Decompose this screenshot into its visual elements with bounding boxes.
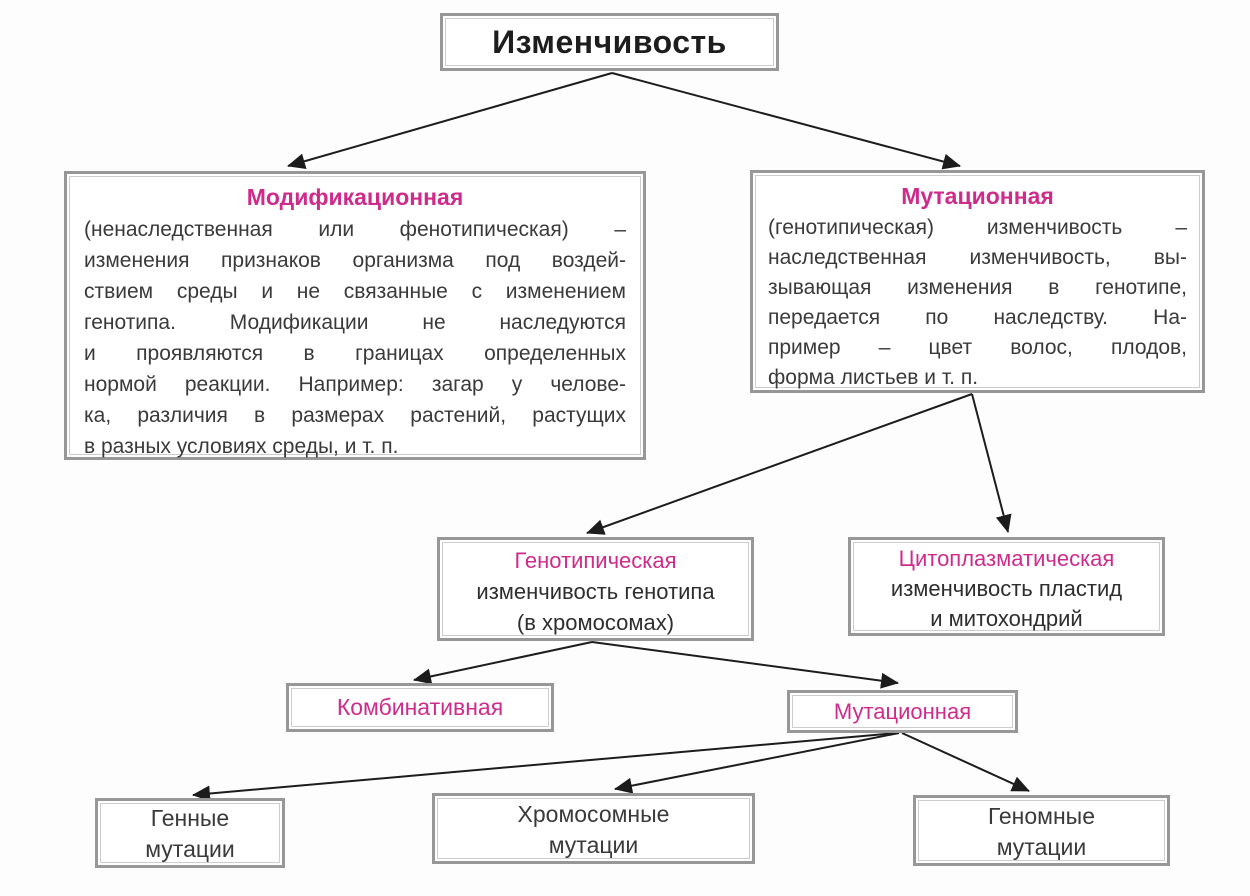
arrow-root-to-modificational — [287, 72, 613, 169]
chromosomal-mutations-line: Хромосомные — [517, 801, 670, 827]
node-genotypic: Генотипическая изменчивость генотипа (в … — [437, 537, 754, 641]
combinative-label: Комбинативная — [336, 694, 504, 720]
modificational-body-line: нормой реакции. Например: загар у челове… — [84, 373, 626, 396]
genomic-mutations-line: мутации — [996, 834, 1087, 860]
node-mutational-sub: Мутационная — [787, 690, 1018, 733]
gene-mutations-line: мутации — [145, 836, 235, 862]
mutational-sub-label: Мутационная — [833, 699, 972, 724]
mutational-body-line: передается по наследству. На- — [768, 306, 1187, 329]
node-mutational: Мутационная (генотипическая) изменчивост… — [750, 170, 1205, 393]
mutational-body-line: пример – цвет волос, плодов, — [768, 336, 1187, 359]
modificational-body-line: в разных условиях среды, и т. п. — [84, 435, 399, 458]
cytoplasmic-line: и митохондрий — [930, 606, 1083, 631]
node-modificational: Модификационная (ненаследственная или фе… — [64, 171, 646, 460]
arrow-root-to-mutational — [611, 72, 961, 170]
mutational-body-line: (генотипическая) изменчивость – — [768, 216, 1187, 239]
genotypic-line: изменчивость генотипа — [476, 579, 715, 604]
mutational-body-line: форма листьев и т. п. — [768, 366, 979, 389]
chromosomal-mutations-line: мутации — [548, 832, 639, 858]
arrow-genotypic-to-combinative — [413, 641, 593, 685]
modificational-body-line: (ненаследственная или фенотипическая) – — [84, 218, 626, 241]
genomic-mutations-line: Геномные — [987, 803, 1096, 829]
modificational-body-line: ствием среды и не связанные с изменением — [84, 280, 626, 303]
modificational-body-line: генотипа. Модификации не наследуются — [84, 311, 626, 334]
modificational-body-line: ка, различия в размерах растений, растущ… — [84, 404, 626, 427]
mutational-body-line: зывающая изменения в генотипе, — [768, 276, 1187, 299]
arrow-mutational-to-cytoplasmic — [971, 393, 1012, 533]
modificational-body-line: и проявляются в границах определенных — [84, 342, 626, 365]
node-chromosomal-mutations: Хромосомные мутации — [432, 793, 755, 864]
node-gene-mutations: Генные мутации — [95, 798, 285, 868]
arrow-mutational-sub-to-genomic — [901, 732, 1030, 792]
gene-mutations-line: Генные — [150, 805, 230, 831]
arrow-mutational-sub-to-chromosomal — [614, 732, 900, 794]
node-genomic-mutations: Геномные мутации — [913, 795, 1170, 866]
root-label: Изменчивость — [492, 24, 727, 60]
arrow-genotypic-to-mutational-sub — [591, 641, 899, 689]
node-cytoplasmic: Цитоплазматическая изменчивость пластид … — [848, 537, 1165, 636]
cytoplasmic-line: изменчивость пластид — [890, 576, 1123, 601]
modificational-body-line: изменения признаков организма под воздей… — [84, 249, 626, 272]
mutational-title: Мутационная — [901, 183, 1054, 209]
arrow-mutational-sub-to-gene — [192, 732, 898, 802]
genotypic-line: (в хромосомах) — [516, 610, 675, 635]
node-root: Изменчивость — [440, 13, 779, 71]
genotypic-title: Генотипическая — [514, 548, 677, 573]
modificational-title: Модификационная — [246, 184, 464, 210]
node-combinative: Комбинативная — [286, 683, 554, 732]
cytoplasmic-title: Цитоплазматическая — [898, 546, 1115, 571]
mutational-body-line: наследственная изменчивость, вы- — [768, 246, 1187, 269]
